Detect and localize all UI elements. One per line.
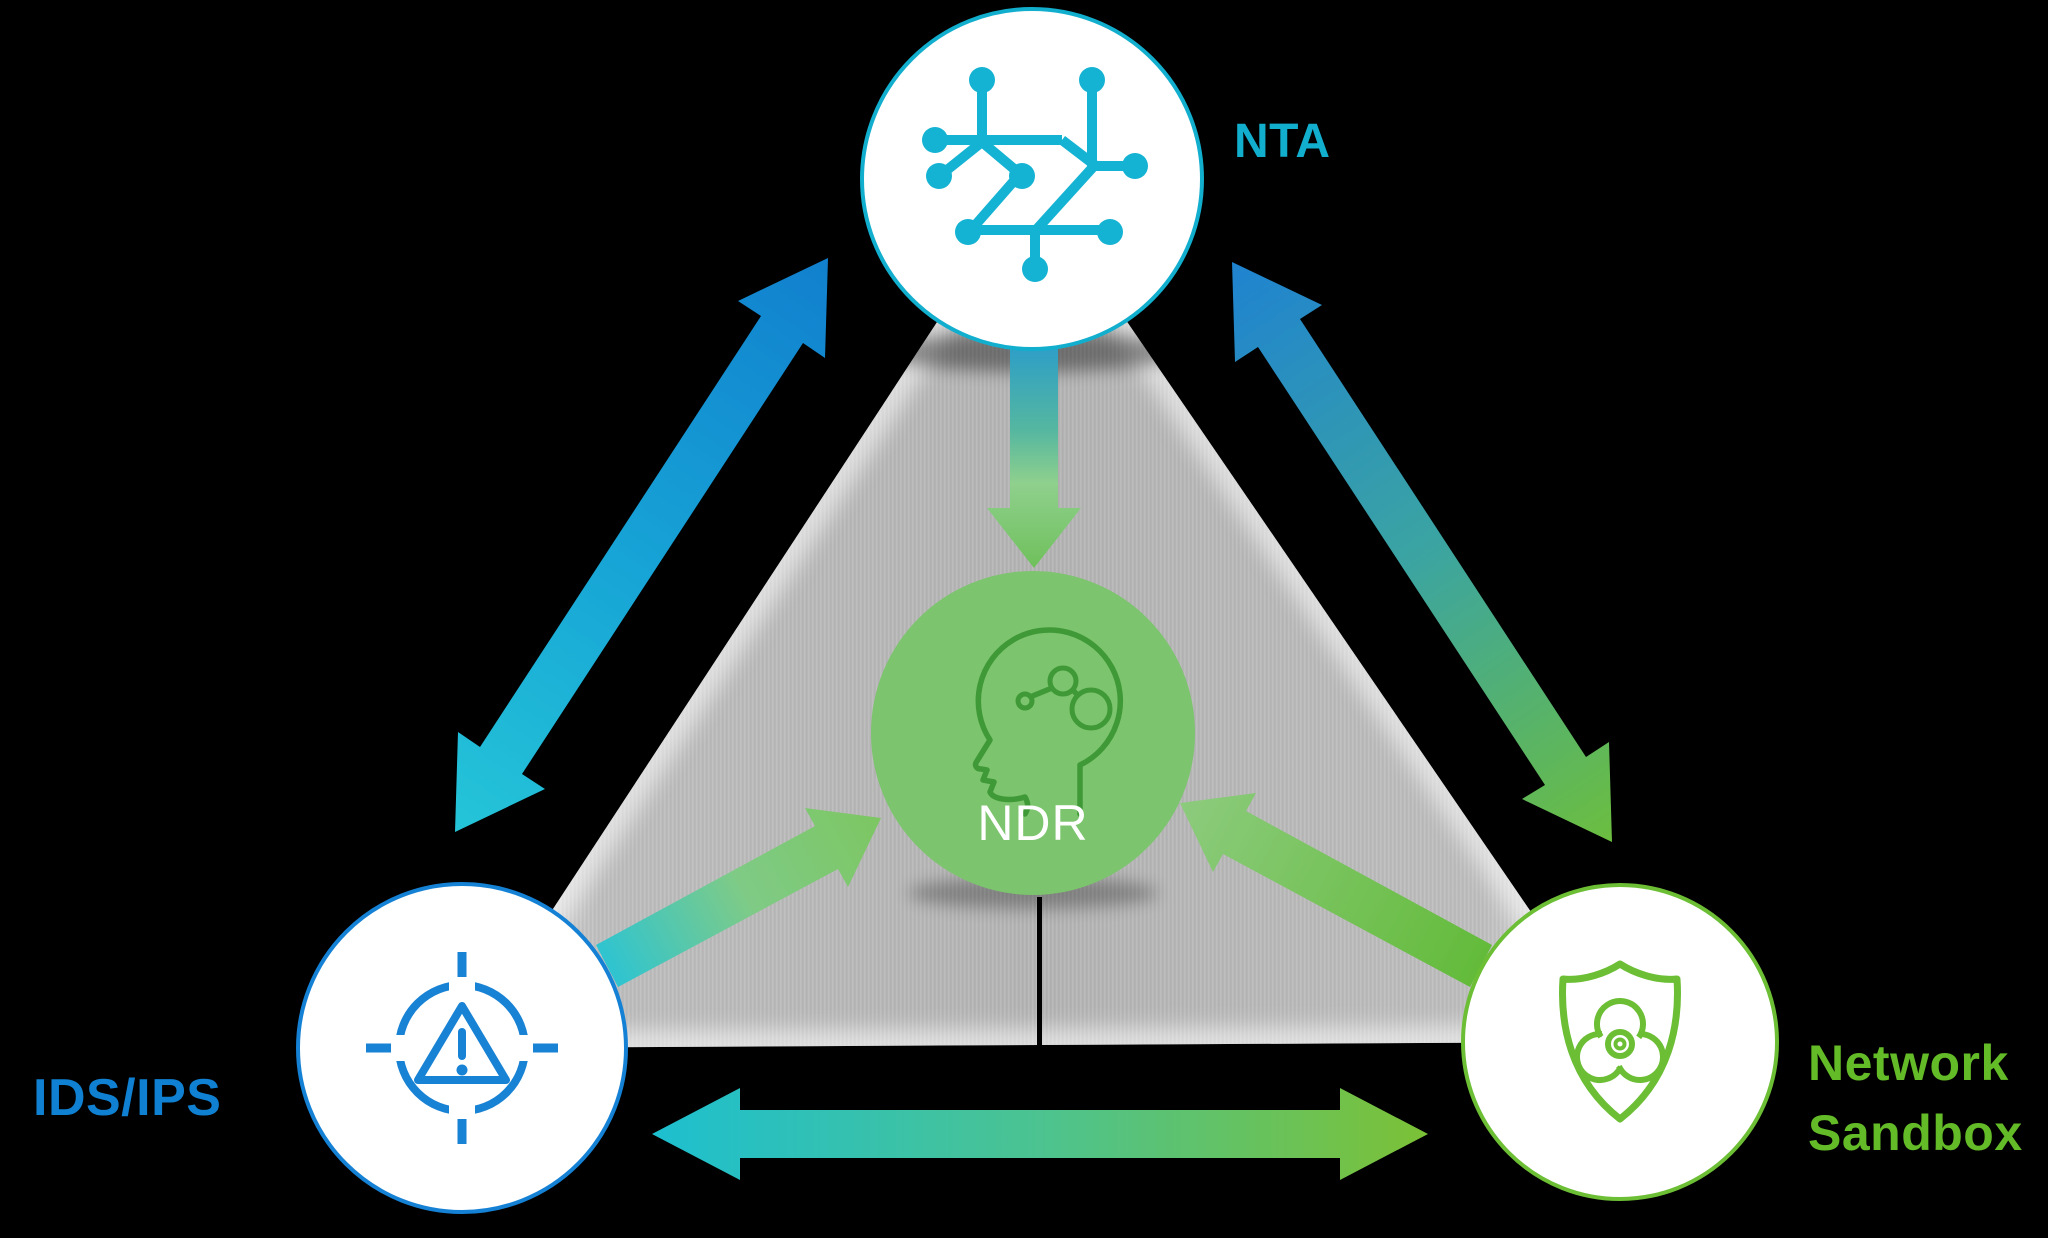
arrow-sandbox-ndr (1180, 793, 1492, 987)
arrow-idsips-sandbox (652, 1088, 1428, 1180)
network-graph-icon (922, 67, 1148, 282)
warning-triangle-icon (414, 1002, 510, 1084)
sandbox-label-line1: Network (1808, 1035, 2009, 1091)
ndr-node-circle (871, 571, 1195, 895)
shield-biohazard-icon (1559, 960, 1681, 1123)
triangle-divider-line (1037, 897, 1042, 1051)
arrow-nta-ndr (987, 346, 1081, 568)
nta-label: NTA (1234, 115, 1331, 168)
arrow-idsips-ndr (596, 808, 881, 987)
head-ai-icon (972, 627, 1124, 817)
arrow-nta-idsips (455, 258, 828, 832)
ndr-label: NDR (977, 795, 1089, 851)
sandbox-label-line2: Sandbox (1808, 1105, 2023, 1161)
idsips-label: IDS/IPS (33, 1069, 222, 1127)
arrow-nta-sandbox (1232, 262, 1612, 842)
sandbox-label: Network Sandbox (1808, 1028, 2023, 1168)
threat-target-icon (366, 952, 558, 1144)
